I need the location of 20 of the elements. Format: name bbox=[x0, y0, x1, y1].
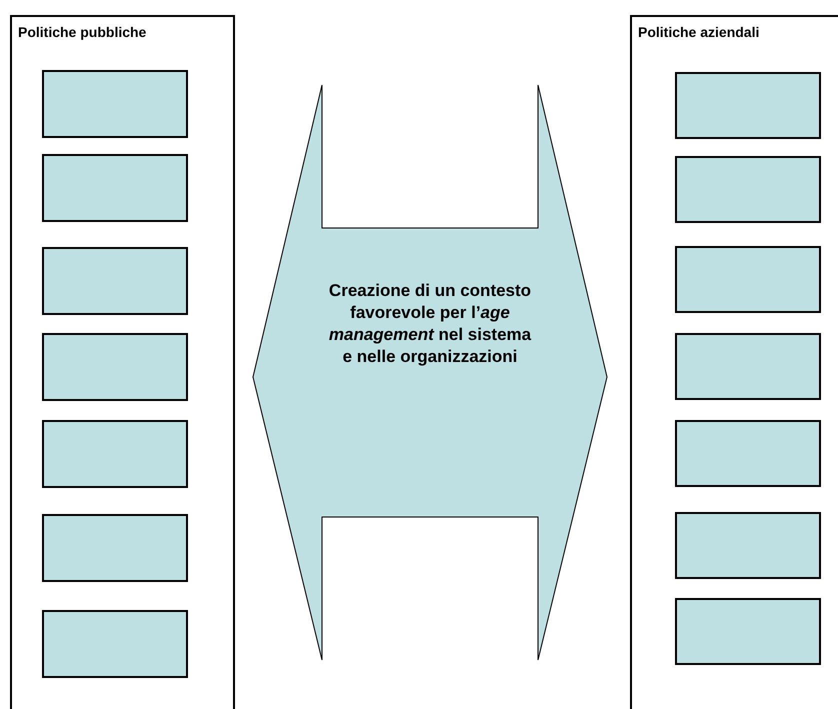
empty-box bbox=[675, 156, 821, 223]
empty-box bbox=[42, 70, 188, 138]
double-block-arrow bbox=[253, 85, 607, 660]
panel-heading: Politiche pubbliche bbox=[18, 24, 146, 40]
empty-box bbox=[675, 333, 821, 400]
empty-box bbox=[42, 333, 188, 401]
panel bbox=[10, 15, 235, 709]
empty-box bbox=[42, 420, 188, 488]
panel bbox=[630, 15, 838, 709]
arrow-text: Creazione di un contesto favorevole per l’age management nel sistema e nelle organizzazioni bbox=[328, 280, 532, 368]
empty-box bbox=[675, 598, 821, 665]
empty-box bbox=[42, 514, 188, 582]
empty-box bbox=[42, 610, 188, 678]
empty-box bbox=[675, 512, 821, 579]
panel-heading: Politiche aziendali bbox=[638, 24, 760, 40]
empty-box bbox=[675, 246, 821, 313]
empty-box bbox=[675, 72, 821, 139]
empty-box bbox=[42, 154, 188, 222]
empty-box bbox=[42, 247, 188, 315]
empty-box bbox=[675, 420, 821, 487]
